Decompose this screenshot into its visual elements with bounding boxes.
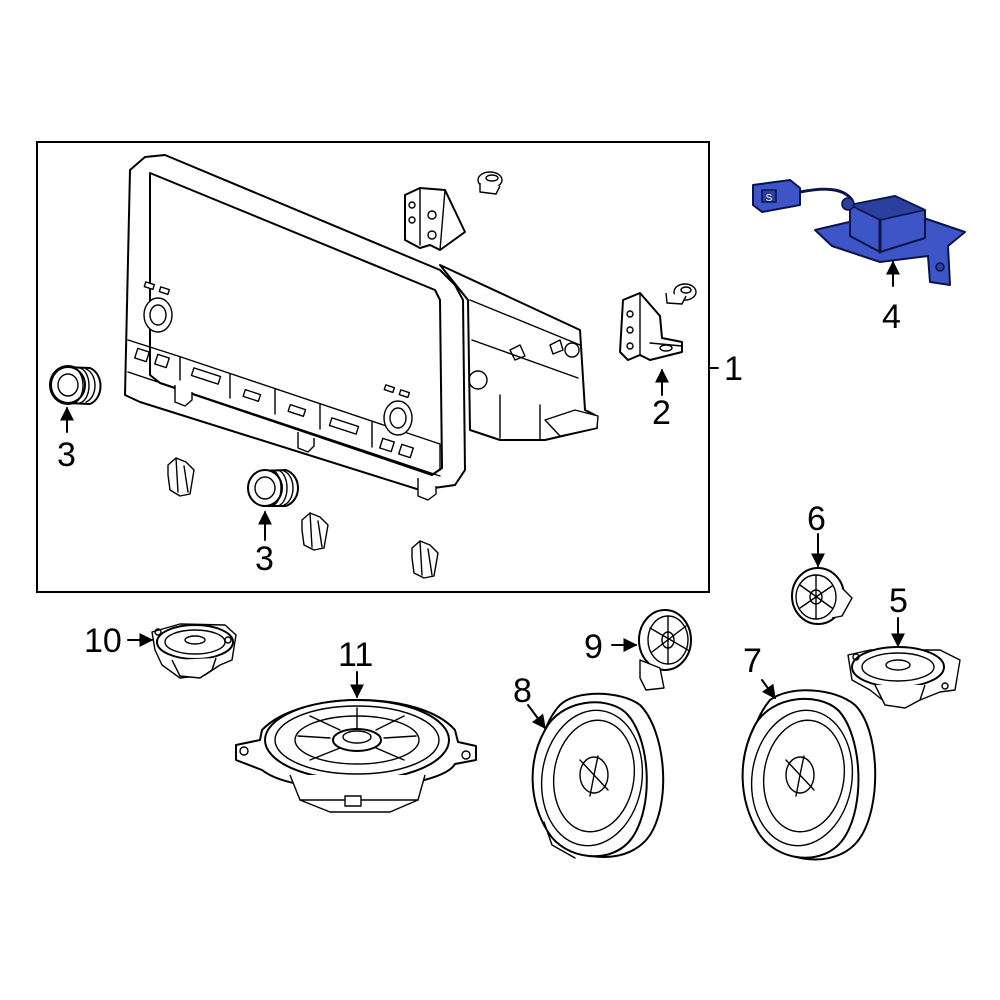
screw-side[interactable] — [665, 283, 697, 305]
callout-5: 5 — [889, 582, 908, 620]
tweeter-part-6[interactable] — [791, 567, 853, 625]
callout-6: 6 — [807, 500, 826, 538]
knob-cap-center[interactable] — [247, 469, 299, 507]
woofer-part-11[interactable] — [235, 699, 477, 813]
speaker-part-8[interactable] — [531, 692, 665, 859]
highlighted-module-part-4[interactable]: S — [752, 179, 966, 286]
speaker-part-10[interactable] — [151, 623, 237, 679]
leader-lines — [60, 260, 905, 730]
callout-labels: 1 2 3 3 4 5 6 7 8 9 10 11 — [57, 298, 908, 710]
callout-4: 4 — [882, 298, 901, 336]
callout-2: 2 — [652, 394, 671, 432]
callout-7: 7 — [743, 642, 762, 680]
clip-1[interactable] — [167, 457, 195, 497]
knob-cap-left[interactable] — [49, 365, 102, 405]
display-head-unit[interactable] — [124, 154, 599, 501]
screw-upper[interactable] — [477, 171, 503, 195]
callout-3-left: 3 — [57, 436, 76, 474]
clip-2[interactable] — [301, 512, 329, 551]
callout-9: 9 — [584, 628, 603, 666]
tweeter-part-9[interactable] — [638, 609, 692, 691]
callout-1: 1 — [724, 350, 743, 388]
svg-text:S: S — [766, 193, 773, 204]
clip-3[interactable] — [411, 540, 439, 579]
callout-10: 10 — [84, 622, 122, 660]
speaker-part-7[interactable] — [741, 689, 877, 861]
callout-3-center: 3 — [255, 540, 274, 578]
upper-bracket[interactable] — [404, 187, 466, 251]
callout-11: 11 — [338, 636, 373, 674]
callout-8: 8 — [513, 672, 532, 710]
side-bracket-part-2[interactable] — [619, 292, 683, 361]
speaker-part-5[interactable] — [847, 646, 961, 709]
